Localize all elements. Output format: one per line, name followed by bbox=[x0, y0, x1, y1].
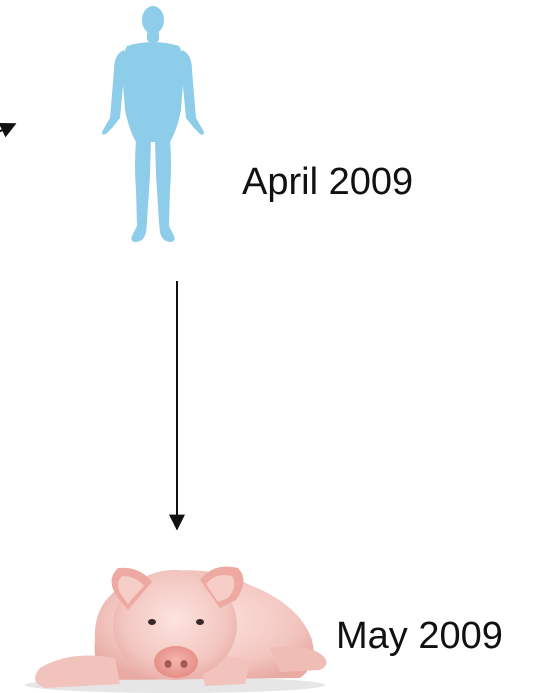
human-node-label: April 2009 bbox=[242, 163, 413, 201]
arrow-incoming-left bbox=[0, 124, 15, 134]
pig-icon bbox=[25, 567, 327, 693]
human-figure-icon bbox=[102, 6, 204, 242]
pig-node-label: May 2009 bbox=[336, 617, 503, 655]
